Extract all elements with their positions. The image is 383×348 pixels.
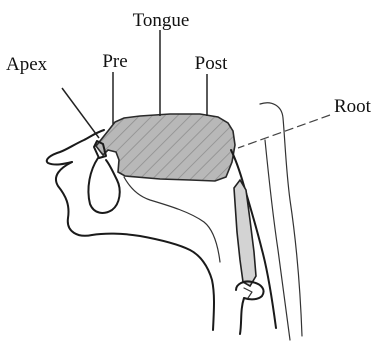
larynx-inner bbox=[244, 288, 252, 298]
upper-lip-outline bbox=[47, 130, 104, 165]
lower-lip-outline bbox=[56, 162, 214, 330]
larynx-outline bbox=[236, 281, 264, 334]
apex-leader bbox=[62, 88, 99, 138]
apex-label: Apex bbox=[6, 54, 48, 75]
inner-jaw-line bbox=[124, 177, 220, 262]
tongue-label: Tongue bbox=[133, 10, 190, 31]
tongue-region bbox=[96, 114, 235, 181]
epiglottis-region bbox=[234, 180, 256, 286]
root-label: Root bbox=[334, 96, 372, 117]
pre-label: Pre bbox=[102, 51, 127, 72]
lower-incisor bbox=[88, 158, 119, 213]
spine-line-2 bbox=[265, 140, 290, 340]
post-label: Post bbox=[195, 53, 228, 74]
